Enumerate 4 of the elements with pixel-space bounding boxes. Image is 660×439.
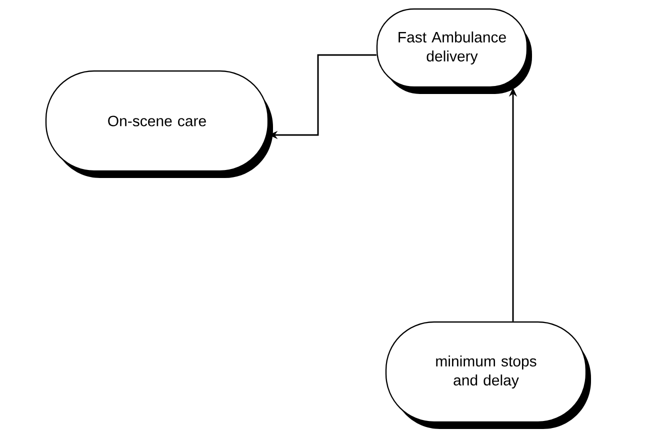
node-label: minimum stops and delay	[436, 356, 536, 388]
rounded-box: Fast Ambulance delivery	[376, 8, 532, 94]
rounded-box: On-scene care	[45, 70, 273, 178]
rounded-box: minimum stops and delay	[385, 321, 591, 429]
